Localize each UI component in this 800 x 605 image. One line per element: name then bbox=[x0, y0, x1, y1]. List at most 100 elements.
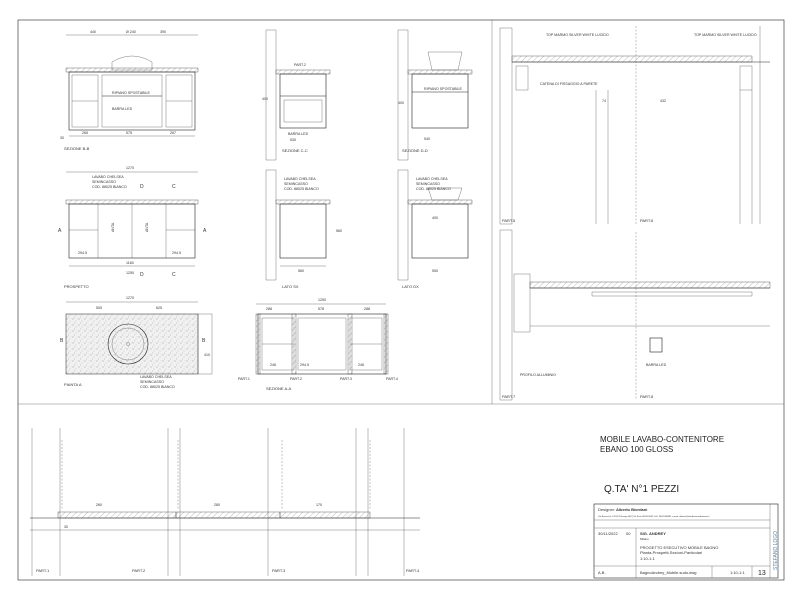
dim-label: 30 bbox=[64, 525, 68, 529]
client-city: Milano bbox=[640, 537, 649, 541]
dim-label: 1250 bbox=[318, 298, 326, 302]
view-label: SEZIONE A-A bbox=[266, 386, 291, 391]
quantity-label: Q.TA' N°1 PEZZI bbox=[604, 484, 679, 495]
project-line1: PROGETTO ESECUTIVO MOBILE BAGNO bbox=[640, 545, 718, 550]
note-label: PROFILO ALLUMINIO bbox=[520, 373, 556, 377]
note-label: BARRA LED bbox=[288, 132, 309, 136]
dim-label: 30 bbox=[60, 136, 64, 140]
dim-label: 1160 bbox=[126, 261, 134, 265]
dim-label: 400 bbox=[432, 216, 438, 220]
dim-label: 288 bbox=[364, 307, 370, 311]
title-block: Designer: Alberto Biordani Via Bertocchi… bbox=[593, 503, 779, 579]
note-label: RIPIANO SPOSTABILE bbox=[112, 91, 150, 95]
product-finish: EBANO 100 GLOSS bbox=[600, 445, 673, 454]
note-label: COD. 88025 BIANCO bbox=[140, 385, 175, 389]
note-label: COD. 88025 BIANCO bbox=[92, 185, 127, 189]
dim-label: 267 bbox=[170, 131, 176, 135]
note-label: COD. 88025 BIANCO bbox=[416, 187, 451, 191]
view-label: SEZIONE C-C bbox=[282, 148, 308, 153]
note-label: RIPIANO SPOSTABILE bbox=[424, 87, 462, 91]
designer-name: Alberto Biordani bbox=[616, 507, 647, 512]
dim-label: 294.5 bbox=[300, 363, 309, 367]
dim-label: 246 bbox=[358, 363, 364, 367]
view-lato-dx: LAVABO CHELSEA SEMINCASSO COD. 88025 BIA… bbox=[397, 169, 473, 289]
view-label: PART.8 bbox=[640, 394, 654, 399]
dim-label: 294.5 bbox=[78, 251, 87, 255]
view-part7-part8: BARRA LED PROFILO ALLUMINIO PART.7 PART.… bbox=[499, 229, 771, 401]
view-lato-sx: LAVABO CHELSEA SEMINCASSO COD. 88025 BIA… bbox=[265, 169, 342, 289]
client: SIG. ANDREY bbox=[640, 531, 666, 536]
note-label: SEMINCASSO bbox=[284, 182, 308, 186]
dim-label: 170 bbox=[316, 503, 322, 507]
dim-label: 280 bbox=[214, 503, 220, 507]
note-label: LAVABO CHELSEA bbox=[140, 375, 172, 379]
scale: 1:10-1:1 bbox=[730, 570, 745, 575]
logo: STEFANO LOGO bbox=[773, 531, 779, 570]
info-panel: MOBILE LAVABO-CONTENITORE EBANO 100 GLOS… bbox=[600, 435, 724, 495]
dim-label: Ø 240 bbox=[126, 30, 136, 34]
note-label: SEMINCASSO bbox=[416, 182, 440, 186]
view-label: SEZIONE B-B bbox=[64, 146, 90, 151]
note-label: TOP MARMO SILVER WHITE LUCIDO bbox=[694, 33, 757, 37]
dim-label: 575 bbox=[126, 131, 132, 135]
product-title: MOBILE LAVABO-CONTENITORE bbox=[600, 435, 724, 444]
view-label: PART.2 bbox=[132, 568, 146, 573]
note-label: PART.3 bbox=[340, 377, 352, 381]
view-label: LATO SX bbox=[282, 284, 299, 289]
note-label: ANTA bbox=[145, 222, 149, 232]
section-mark: D bbox=[140, 184, 144, 190]
section-mark: A bbox=[203, 228, 207, 234]
project-scale: 1:10-1:1 bbox=[640, 556, 655, 561]
section-mark: A bbox=[58, 228, 62, 234]
note-label: CATENA DI FISSAGGIO A PARETE bbox=[540, 82, 598, 86]
view-label: SEZIONE D-D bbox=[402, 148, 428, 153]
note-label: PART.2 bbox=[290, 377, 302, 381]
section-mark: C bbox=[172, 272, 176, 278]
view-sezione-aa: 1250 288 578 288 246 294.5 246 PART.1 PA… bbox=[238, 298, 398, 391]
file-name: BagnoAndrey_Mobile.sudo.dwg bbox=[640, 570, 696, 575]
dim-label: 265 bbox=[82, 131, 88, 135]
project-line2: Pianta-Prospetti-Sezioni-Particolari bbox=[640, 550, 702, 555]
view-label: PART.1 bbox=[36, 568, 50, 573]
dim-label: 625 bbox=[156, 306, 162, 310]
view-sezione-cc: PART.2 BARRA LED 530 400 SEZIONE C-C bbox=[262, 29, 331, 161]
dim-label: 74 bbox=[602, 99, 606, 103]
dim-label: 400 bbox=[262, 97, 268, 101]
note-label: SEMINCASSO bbox=[140, 380, 164, 384]
revision: 00 bbox=[626, 531, 631, 536]
sheet-number: 13 bbox=[758, 570, 766, 577]
note-label: TOP MARMO SILVER WHITE LUCIDO bbox=[546, 33, 609, 37]
dim-label: 400 bbox=[398, 101, 404, 105]
dim-label: 288 bbox=[266, 307, 272, 311]
dim-label: 260 bbox=[96, 503, 102, 507]
note-label: LAVABO CHELSEA bbox=[416, 177, 448, 181]
view-part5-part6: TOP MARMO SILVER WHITE LUCIDO TOP MARMO … bbox=[499, 26, 770, 225]
note-label: PART.1 bbox=[238, 377, 250, 381]
dim-label: 390 bbox=[160, 30, 166, 34]
note-label: PART.2 bbox=[294, 63, 306, 67]
dim-label: 294.5 bbox=[172, 251, 181, 255]
note-label: LAVABO CHELSEA bbox=[92, 175, 124, 179]
view-label: PART.5 bbox=[502, 218, 516, 223]
note-label: ANTA bbox=[111, 222, 115, 232]
section-mark: B bbox=[60, 338, 64, 344]
initials: A.B. bbox=[598, 570, 606, 575]
note-label: PART.4 bbox=[386, 377, 398, 381]
section-mark: C bbox=[172, 184, 176, 190]
dim-label: 578 bbox=[318, 307, 324, 311]
section-mark: B bbox=[202, 338, 206, 344]
view-label: PART.6 bbox=[640, 218, 654, 223]
view-part1-part4: 260 280 170 30 PART.1 PART.2 PART.3 PART… bbox=[30, 428, 420, 576]
dim-label: 505 bbox=[96, 306, 102, 310]
designer-address: Via Bertocchi, 8 20121 Rovigo (RO) Tel./… bbox=[598, 515, 710, 518]
view-label: LATO DX bbox=[402, 284, 419, 289]
view-label: PART.3 bbox=[272, 568, 286, 573]
section-mark: D bbox=[140, 272, 144, 278]
dim-label: 1270 bbox=[126, 166, 134, 170]
view-sezione-dd: RIPIANO SPOSTABILE 540 400 SEZIONE D-D bbox=[397, 29, 473, 161]
view-label: PART.4 bbox=[406, 568, 420, 573]
note-label: COD. 88025 BIANCO bbox=[284, 187, 319, 191]
dim-label: 1270 bbox=[126, 296, 134, 300]
